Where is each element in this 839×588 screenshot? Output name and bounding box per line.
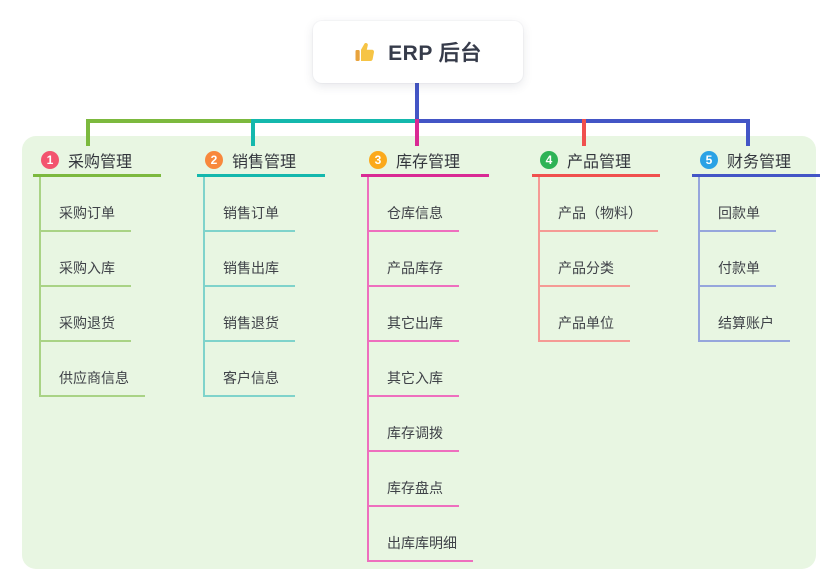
child-node: 结算账户: [700, 287, 790, 342]
child-label[interactable]: 付款单: [700, 258, 776, 287]
child-node: 销售退货: [205, 287, 295, 342]
branch-inventory-node[interactable]: 3 库存管理: [361, 146, 489, 177]
child-node: 销售订单: [205, 177, 295, 232]
child-node: 出库库明细: [369, 507, 473, 562]
root-title: ERP 后台: [388, 42, 482, 65]
branch-inventory: 3 库存管理 仓库信息 产品库存 其它出库 其它入库 库存调拨 库存盘点 出库库…: [361, 146, 489, 562]
connector-drop-inventory: [415, 119, 419, 146]
child-label[interactable]: 其它出库: [369, 313, 459, 342]
child-node: 回款单: [700, 177, 790, 232]
child-label[interactable]: 其它入库: [369, 368, 459, 397]
child-label[interactable]: 采购订单: [41, 203, 131, 232]
connector-drop-purchase: [86, 119, 90, 146]
child-label[interactable]: 销售订单: [205, 203, 295, 232]
thumbs-up-icon: [354, 40, 378, 64]
child-label[interactable]: 回款单: [700, 203, 776, 232]
child-node: 供应商信息: [41, 342, 145, 397]
root-connector-line: [415, 83, 419, 121]
child-node: 产品（物料）: [540, 177, 658, 232]
child-label[interactable]: 产品单位: [540, 313, 630, 342]
child-label[interactable]: 结算账户: [700, 313, 790, 342]
branch-inventory-children: 仓库信息 产品库存 其它出库 其它入库 库存调拨 库存盘点 出库库明细: [367, 177, 473, 562]
child-label[interactable]: 采购退货: [41, 313, 131, 342]
child-label[interactable]: 客户信息: [205, 368, 295, 397]
branches-background-panel: [22, 136, 816, 569]
child-node: 产品分类: [540, 232, 658, 287]
branch-finance: 5 财务管理 回款单 付款单 结算账户: [692, 146, 820, 342]
child-node: 销售出库: [205, 232, 295, 287]
connector-drop-sales: [251, 119, 255, 146]
child-node: 其它入库: [369, 342, 473, 397]
branch-product-node[interactable]: 4 产品管理: [532, 146, 660, 177]
child-node: 采购退货: [41, 287, 145, 342]
child-node: 库存盘点: [369, 452, 473, 507]
child-label[interactable]: 仓库信息: [369, 203, 459, 232]
child-node: 产品单位: [540, 287, 658, 342]
branch-label: 销售管理: [232, 154, 297, 171]
child-node: 采购入库: [41, 232, 145, 287]
branch-purchase: 1 采购管理 采购订单 采购入库 采购退货 供应商信息: [33, 146, 161, 397]
child-label[interactable]: 库存调拨: [369, 423, 459, 452]
branch-label: 库存管理: [396, 154, 461, 171]
branch-label: 采购管理: [68, 154, 133, 171]
child-node: 客户信息: [205, 342, 295, 397]
branch-product-children: 产品（物料） 产品分类 产品单位: [538, 177, 658, 342]
branch-number-badge: 1: [41, 151, 59, 169]
branch-number-badge: 3: [369, 151, 387, 169]
branch-number-badge: 5: [700, 151, 718, 169]
branch-sales: 2 销售管理 销售订单 销售出库 销售退货 客户信息: [197, 146, 325, 397]
child-label[interactable]: 产品库存: [369, 258, 459, 287]
child-node: 库存调拨: [369, 397, 473, 452]
branch-label: 财务管理: [727, 154, 792, 171]
branch-purchase-children: 采购订单 采购入库 采购退货 供应商信息: [39, 177, 145, 397]
child-label[interactable]: 销售出库: [205, 258, 295, 287]
child-label[interactable]: 产品（物料）: [540, 203, 658, 232]
child-node: 其它出库: [369, 287, 473, 342]
child-label[interactable]: 销售退货: [205, 313, 295, 342]
child-label[interactable]: 库存盘点: [369, 478, 459, 507]
child-label[interactable]: 产品分类: [540, 258, 630, 287]
root-node[interactable]: ERP 后台: [313, 21, 523, 83]
child-label[interactable]: 供应商信息: [41, 368, 145, 397]
connector-horizontal-green: [86, 119, 255, 123]
child-label[interactable]: 出库库明细: [369, 533, 473, 562]
branch-sales-node[interactable]: 2 销售管理: [197, 146, 325, 177]
branch-purchase-node[interactable]: 1 采购管理: [33, 146, 161, 177]
connector-drop-product: [582, 119, 586, 146]
connector-drop-finance: [746, 119, 750, 146]
child-node: 仓库信息: [369, 177, 473, 232]
child-node: 采购订单: [41, 177, 145, 232]
child-label[interactable]: 采购入库: [41, 258, 131, 287]
branch-number-badge: 4: [540, 151, 558, 169]
branch-finance-node[interactable]: 5 财务管理: [692, 146, 820, 177]
branch-number-badge: 2: [205, 151, 223, 169]
child-node: 产品库存: [369, 232, 473, 287]
branch-sales-children: 销售订单 销售出库 销售退货 客户信息: [203, 177, 295, 397]
branch-finance-children: 回款单 付款单 结算账户: [698, 177, 790, 342]
connector-horizontal-teal: [253, 119, 418, 123]
child-node: 付款单: [700, 232, 790, 287]
branch-label: 产品管理: [567, 154, 632, 171]
branch-product: 4 产品管理 产品（物料） 产品分类 产品单位: [532, 146, 660, 342]
